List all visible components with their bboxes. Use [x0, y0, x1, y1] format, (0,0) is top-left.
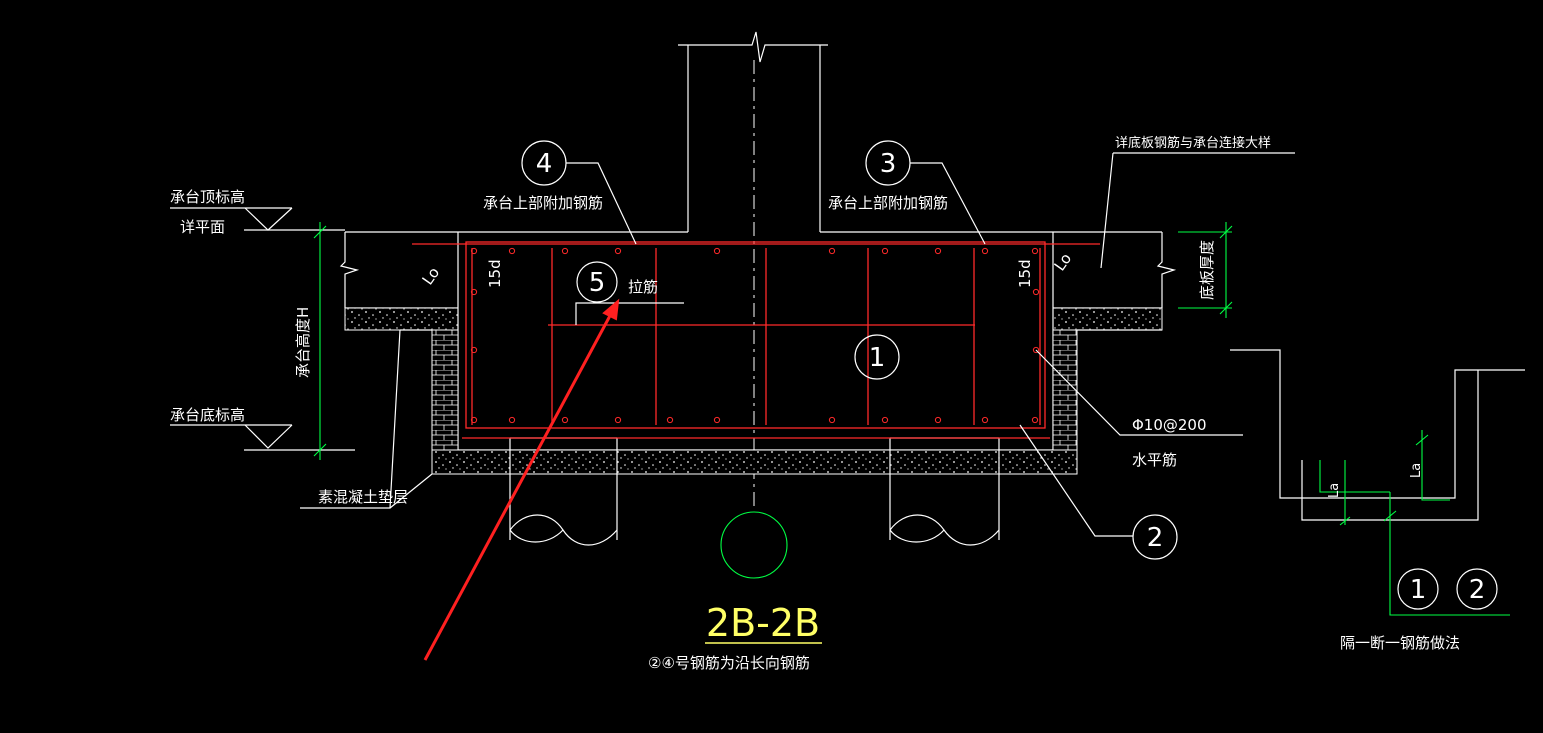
lo-left-label: Lo [419, 264, 444, 288]
leader-slab-detail [1100, 152, 1295, 269]
right-brick-wall [1052, 329, 1078, 451]
column [678, 31, 828, 232]
section-title: 2B-2B [706, 601, 820, 645]
anchor-15d-left-label: 15d [486, 259, 504, 288]
top-extra-rebar-right-label: 承台上部附加钢筋 [828, 194, 948, 212]
la-label-a: La [1327, 483, 1342, 498]
left-brick-wall [431, 329, 459, 451]
rebar-cage [412, 241, 1100, 439]
marker-4: 4 [521, 140, 567, 186]
marker-2-label: 2 [1147, 523, 1164, 553]
marker-3: 3 [865, 140, 911, 186]
detail-marker-2-label: 2 [1469, 575, 1486, 605]
alternate-rebar-detail: La La 1 2 隔一断一钢筋做法 [1230, 349, 1525, 652]
top-extra-rebar-left-label: 承台上部附加钢筋 [483, 194, 603, 212]
elevation-symbol-top [170, 207, 345, 231]
cap-bottom-elevation-label: 承台底标高 [170, 406, 245, 424]
see-plan-label: 详平面 [180, 218, 225, 236]
lo-right-label: Lo [1051, 250, 1076, 274]
marker-3-label: 3 [880, 149, 897, 179]
annotation-arrow [423, 298, 620, 661]
leader-marker-3 [910, 162, 986, 245]
leader-cushion [300, 329, 401, 509]
concrete-cushion [431, 449, 1078, 475]
alternate-method-label: 隔一断一钢筋做法 [1340, 634, 1460, 652]
la-label-b: La [1409, 463, 1424, 478]
detail-marker-1-label: 1 [1410, 575, 1427, 605]
marker-1: 1 [854, 334, 900, 380]
leader-horizontal-bar [1035, 349, 1243, 436]
section-note: ②④号钢筋为沿长向钢筋 [648, 654, 810, 672]
leader-marker-2 [1019, 424, 1133, 537]
pile-cap [457, 231, 1054, 451]
leader-cushion-2 [389, 473, 433, 509]
right-slab [1052, 231, 1177, 331]
slab-thickness-label: 底板厚度 [1198, 240, 1216, 300]
marker-5-label: 5 [589, 268, 606, 298]
leader-marker-4 [566, 162, 637, 245]
horizontal-bar-label: 水平筋 [1132, 451, 1177, 469]
tie-bar-label: 拉筋 [628, 278, 658, 296]
left-slab [339, 231, 459, 331]
marker-5: 5 [576, 261, 618, 303]
slab-detail-label: 详底板钢筋与承台连接大样 [1115, 135, 1271, 151]
marker-1-label: 1 [869, 343, 886, 373]
anchor-15d-right-label: 15d [1016, 259, 1034, 288]
cap-height-label: 承台高度H [294, 307, 312, 378]
tie-bar-hook [575, 302, 684, 325]
height-dimension [313, 222, 327, 460]
plain-concrete-label: 素混凝土垫层 [318, 488, 408, 506]
marker-2: 2 [1132, 514, 1178, 560]
elevation-symbol-bottom [170, 424, 355, 451]
slab-thickness-dimension [1178, 222, 1233, 318]
rebar-spec-label: Φ10@200 [1132, 416, 1207, 434]
pile-center-circle [720, 511, 788, 579]
cap-top-elevation-label: 承台顶标高 [170, 188, 245, 206]
marker-4-label: 4 [536, 149, 553, 179]
